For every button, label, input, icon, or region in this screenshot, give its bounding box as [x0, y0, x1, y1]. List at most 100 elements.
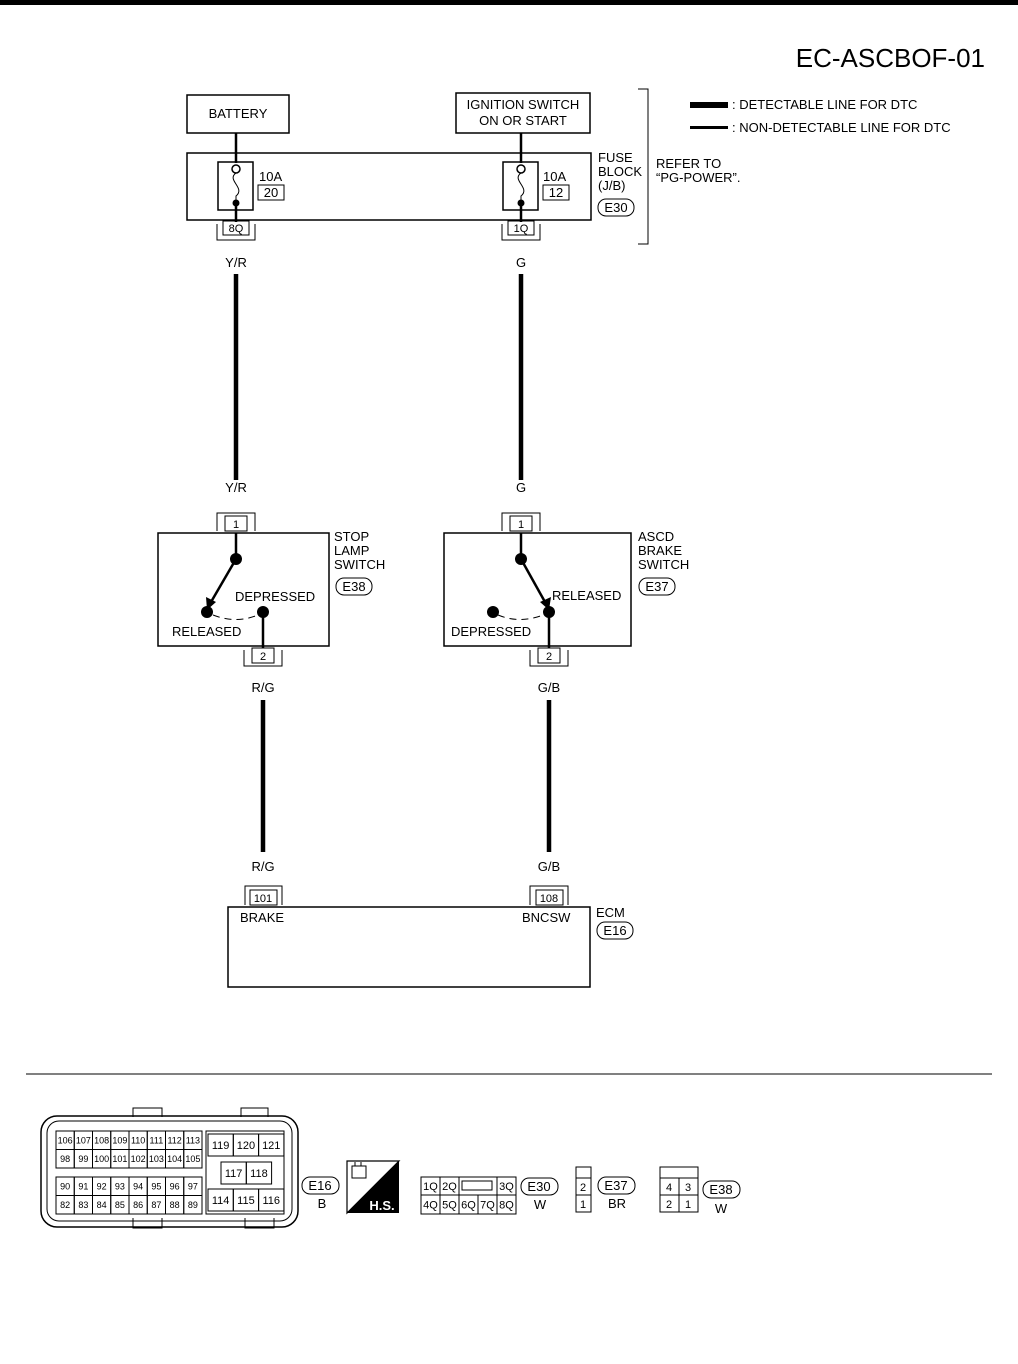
ascd-state-released: RELEASED	[552, 588, 621, 603]
legend-non-detectable-label: : NON-DETECTABLE LINE FOR DTC	[732, 120, 951, 135]
legend-detectable-swatch	[690, 102, 728, 108]
e16-pin-121: 121	[262, 1140, 280, 1152]
ascd-label-line1: ASCD	[638, 529, 674, 544]
e16-pin-108: 108	[94, 1135, 109, 1145]
e16-pin-109: 109	[112, 1135, 127, 1145]
e30-id: E30	[527, 1179, 550, 1194]
fuse-block: 10A 20 10A 12 FUSE BLOCK (J/B) E30	[186, 150, 642, 222]
ecm-connector: E16	[603, 923, 626, 938]
ascd-state-depressed: DEPRESSED	[451, 624, 531, 639]
e16-pin-85: 85	[115, 1200, 125, 1210]
e16-pin-104: 104	[167, 1154, 182, 1164]
ignition-switch-box: IGNITION SWITCH ON OR START	[455, 92, 591, 134]
e16-pin-110: 110	[131, 1135, 145, 1145]
e16-pin-98: 98	[60, 1154, 70, 1164]
e16-pin-112: 112	[167, 1135, 181, 1145]
ignition-label-line1: IGNITION SWITCH	[467, 97, 580, 112]
ecm-label: ECM	[596, 905, 625, 920]
hs-label: H.S.	[369, 1198, 394, 1213]
e37-pin-2: 2	[580, 1182, 586, 1194]
ignition-label-line2: ON OR START	[479, 113, 567, 128]
e16-pin-106: 106	[58, 1135, 73, 1145]
e37-color: BR	[608, 1196, 626, 1211]
connector-8q: 8Q	[216, 220, 256, 241]
e38-pin-3: 3	[685, 1182, 691, 1194]
ascd-pin-1: 1	[518, 519, 524, 531]
battery-box: BATTERY	[186, 94, 290, 134]
e16-pin-94: 94	[133, 1181, 143, 1191]
connector-e38-view: 4 3 2 1 E38 W	[659, 1166, 741, 1216]
ascd-label-line3: SWITCH	[638, 557, 689, 572]
connector-1q: 1Q	[501, 220, 541, 241]
e16-pin-82: 82	[60, 1200, 70, 1210]
ecm-body	[227, 906, 591, 988]
e16-pin-92: 92	[97, 1181, 107, 1191]
stop-lamp-state-depressed: DEPRESSED	[235, 589, 315, 604]
e30-pin-1Q: 1Q	[423, 1181, 438, 1193]
stop-lamp-state-released: RELEASED	[172, 624, 241, 639]
ascd-pin-2: 2	[546, 651, 552, 663]
fuse-block-connector: E30	[604, 200, 627, 215]
e16-pin-114: 114	[212, 1195, 230, 1207]
e16-pin-120: 120	[237, 1140, 255, 1152]
e16-id: E16	[308, 1178, 331, 1193]
e16-pin-111: 111	[150, 1135, 164, 1145]
stop-lamp-label-line1: STOP	[334, 529, 369, 544]
e16-color: B	[318, 1196, 327, 1211]
e16-pin-87: 87	[151, 1200, 161, 1210]
fuse-block-label-line1: FUSE	[598, 150, 633, 165]
fuse-right-rating: 10A	[543, 169, 566, 184]
e16-pin-90: 90	[60, 1181, 70, 1191]
refer-bracket	[638, 88, 649, 245]
legend-detectable-label: : DETECTABLE LINE FOR DTC	[732, 97, 917, 112]
wire-label-gb-top: G/B	[538, 680, 560, 695]
stop-lamp-switch-body	[157, 532, 330, 647]
e38-pin-4: 4	[666, 1182, 672, 1194]
hs-mark: H.S.	[346, 1160, 401, 1215]
ascd-label-line2: BRAKE	[638, 543, 682, 558]
e16-pin-116: 116	[262, 1195, 280, 1207]
wire-label-rg-bottom: R/G	[251, 859, 274, 874]
e16-pin-88: 88	[170, 1200, 180, 1210]
e30-color: W	[534, 1197, 547, 1212]
e37-pin-1: 1	[580, 1199, 586, 1211]
e16-pin-119: 119	[212, 1140, 230, 1152]
stop-lamp-switch: 1 DEPRESSED RELEASED 2 STOP LAMP SWITCH …	[157, 512, 385, 667]
ecm: 101 108 BRAKE BNCSW ECM E16	[227, 885, 634, 988]
connector-icon	[351, 1165, 367, 1179]
refer-to-line1: REFER TO	[656, 156, 721, 171]
wire-label-g-top: G	[516, 255, 526, 270]
refer-to-line2: “PG-POWER”.	[656, 170, 741, 185]
e16-pin-118: 118	[250, 1168, 268, 1180]
e16-pin-101: 101	[112, 1154, 127, 1164]
e16-pin-95: 95	[151, 1181, 161, 1191]
e16-pin-105: 105	[185, 1154, 200, 1164]
ascd-brake-switch: 1 RELEASED DEPRESSED 2 ASCD BRAKE SWITCH…	[443, 512, 689, 667]
fuse-left-element	[232, 172, 240, 201]
pin-8q: 8Q	[229, 223, 244, 235]
e16-pin-103: 103	[149, 1154, 164, 1164]
e16-pin-91: 91	[78, 1181, 88, 1191]
wire-label-yr-top: Y/R	[225, 255, 247, 270]
e16-pin-115: 115	[237, 1195, 255, 1207]
fuse-left-rating: 10A	[259, 169, 282, 184]
ecm-terminal-brake: BRAKE	[240, 910, 284, 925]
e16-pin-97: 97	[188, 1181, 198, 1191]
e30-pin-4Q: 4Q	[423, 1199, 438, 1211]
top-border	[0, 0, 1018, 5]
e30-pin-6Q: 6Q	[461, 1199, 476, 1211]
wire-label-gb-bottom: G/B	[538, 859, 560, 874]
e30-pin-5Q: 5Q	[442, 1199, 457, 1211]
stop-lamp-label-line2: LAMP	[334, 543, 369, 558]
e16-pin-89: 89	[188, 1200, 198, 1210]
fuse-block-label-line3: (J/B)	[598, 178, 625, 193]
fuse-block-body	[186, 152, 592, 221]
wire-label-yr-mid: Y/R	[225, 480, 247, 495]
e16-pin-86: 86	[133, 1200, 143, 1210]
fuse-right-number: 12	[549, 185, 563, 200]
e38-pin-1: 1	[685, 1199, 691, 1211]
ecm-pin-101: 101	[254, 893, 272, 905]
